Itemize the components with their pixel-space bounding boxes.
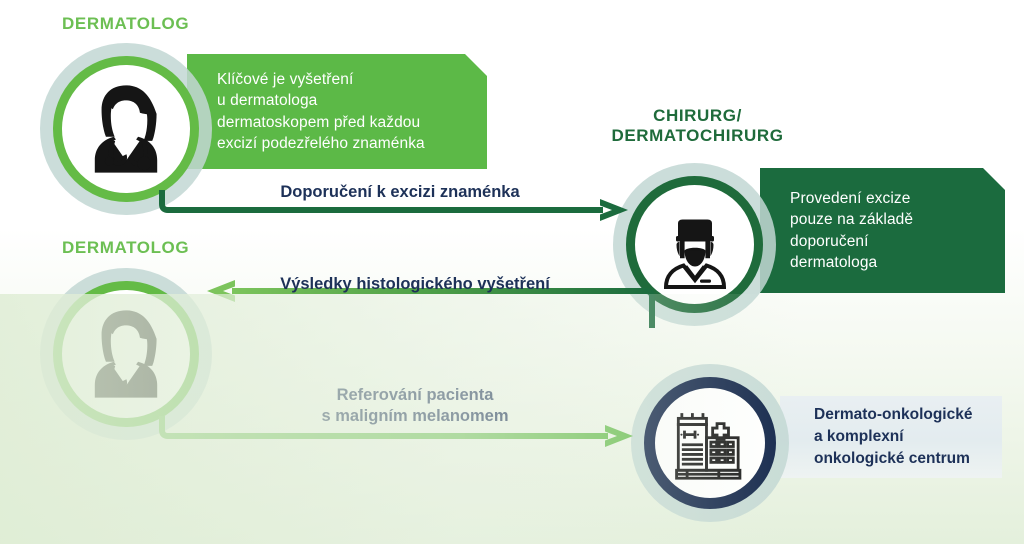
male-surgeon-icon [645,195,745,295]
chip-text-onkologicke-centrum: Dermato-onkologické a komplexní onkologi… [814,406,973,467]
banner-text-dermatolog-1: Klíčové je vyšetření u dermatologa derma… [217,70,425,152]
role-title-dermatolog-1: DERMATOLOG [62,14,190,33]
node-dermatolog-2 [40,268,212,440]
avatar-chirurg [626,176,763,313]
hospital-icon [666,399,754,487]
banner-text-chirurg: Provedení excize pouze na základě doporu… [790,189,914,271]
arrow-label-referovani-pacienta: Referování pacienta s maligním melanomem [321,386,509,426]
chip-onkologicke-centrum: Dermato-onkologické a komplexní onkologi… [780,396,1002,478]
arrow-label-vysledky-histologie: Výsledky histologického vyšetření [280,275,550,293]
node-onkologicke-centrum [631,364,789,522]
avatar-onkologicke-centrum [644,377,776,509]
role-title-chirurg: CHIRURG/ DERMATOCHIRURG [611,106,784,146]
avatar-dermatolog-2 [53,281,199,427]
banner-dermatolog-1: Klíčové je vyšetření u dermatologa derma… [187,54,487,169]
avatar-dermatolog-1 [53,56,199,202]
arrow-label-doporuceni-excize: Doporučení k excizi znaménka [280,183,520,201]
role-title-dermatolog-2: DERMATOLOG [62,238,190,257]
female-doctor-icon [74,302,178,406]
node-chirurg [613,163,776,326]
banner-chirurg: Provedení excize pouze na základě doporu… [760,168,1005,293]
female-doctor-icon [74,77,178,181]
node-dermatolog-1 [40,43,212,215]
